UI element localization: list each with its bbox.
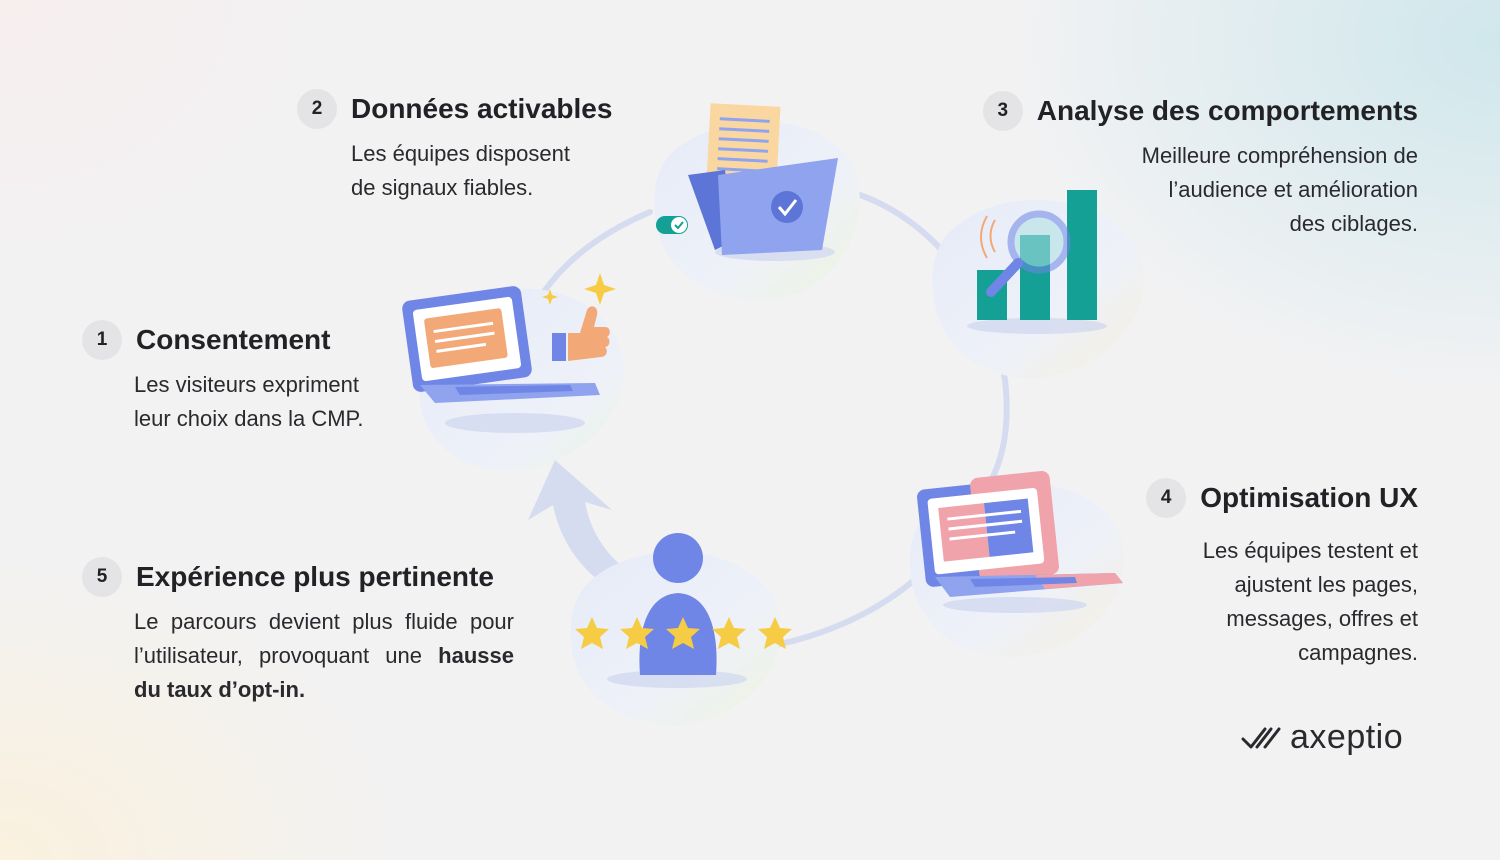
step-number-badge: 5 — [82, 557, 122, 597]
folder-document-check-icon — [654, 103, 860, 301]
step-description-text: Le parcours devient plus fluide pour l’u… — [134, 609, 514, 668]
bar-chart-magnifier-icon — [932, 190, 1144, 379]
step-title: Données activables — [351, 93, 613, 124]
step-number-badge: 4 — [1146, 478, 1187, 518]
axeptio-logo: axeptio — [1240, 718, 1403, 757]
step-description: Les équipes testent et ajustent les page… — [1202, 538, 1418, 665]
axeptio-logo-text: axeptio — [1290, 718, 1404, 756]
step-optimisation-ux: 4 Optimisation UX Les équipes testent et… — [1120, 478, 1418, 670]
step-title: Optimisation UX — [1200, 482, 1418, 513]
step-number-badge: 1 — [82, 320, 122, 360]
step-description: Le parcours devient plus fluide pour l’u… — [134, 605, 514, 707]
step-title: Consentement — [136, 324, 331, 355]
step-description: Les visiteurs expriment leur choix dans … — [134, 372, 364, 431]
step-header: 4 Optimisation UX — [1120, 478, 1418, 518]
step-header: 3 Analyse des comportements — [960, 91, 1418, 131]
step-title: Expérience plus pertinente — [136, 561, 494, 592]
step-number-badge: 3 — [982, 91, 1023, 131]
step-consentement: 1 Consentement Les visiteurs expriment l… — [82, 320, 382, 436]
user-five-stars-icon — [570, 533, 792, 726]
laptop-thumbs-up-icon — [402, 273, 625, 471]
step-header: 2 Données activables — [297, 89, 637, 129]
laptop-ab-test-icon — [909, 470, 1124, 658]
cycle-arrow-icon — [528, 460, 630, 590]
step-analyse-comportements: 3 Analyse des comportements Meilleure co… — [960, 91, 1418, 241]
axeptio-logo-icon — [1241, 727, 1281, 748]
step-description: Les équipes disposent de signaux fiables… — [351, 141, 570, 200]
step-description-highlight: hausse du taux d’opt-in. — [134, 643, 514, 702]
step-experience-pertinente: 5 Expérience plus pertinente Le parcours… — [82, 557, 522, 707]
step-description: Meilleure compréhension de l’audience et… — [1141, 143, 1418, 236]
step-header: 5 Expérience plus pertinente — [82, 557, 522, 597]
step-donnees-activables: 2 Données activables Les équipes dispose… — [297, 89, 637, 205]
step-header: 1 Consentement — [82, 320, 382, 360]
step-title: Analyse des comportements — [1036, 95, 1418, 126]
step-number-badge: 2 — [297, 89, 337, 129]
